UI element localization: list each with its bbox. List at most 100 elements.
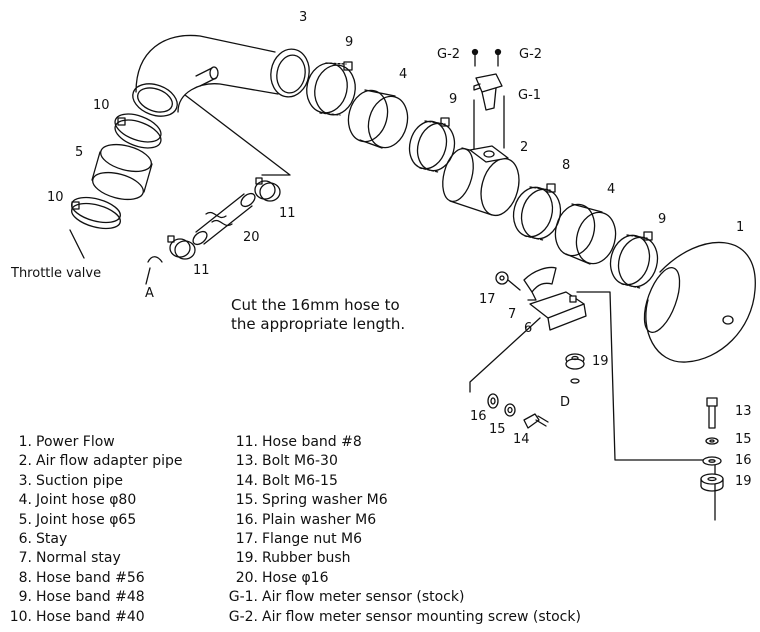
part-number: 13.: [235, 453, 258, 470]
nut-guide: [507, 279, 521, 291]
part-number: 15.: [235, 492, 258, 509]
callout-13: 13: [735, 404, 752, 419]
power-flow-filter: [643, 241, 756, 363]
parts-list-row: 13.Bolt M6-30: [220, 452, 581, 471]
parts-list-row: 1.Power Flow: [0, 433, 182, 452]
callout-20: 20: [243, 230, 260, 245]
callout-11-upper: 11: [279, 206, 296, 221]
parts-list-row: 11.Hose band #8: [220, 433, 581, 452]
part-name: Hose band #48: [36, 589, 145, 606]
parts-list-row: 7.Normal stay: [0, 549, 182, 568]
parts-list-row: 20.Hose φ16: [220, 569, 581, 588]
part-name: Hose band #8: [262, 434, 362, 450]
hose-band-9-middle: [408, 117, 456, 173]
part-name: Hose band #56: [36, 569, 145, 586]
bolt-m6-15: [523, 413, 549, 429]
parts-list-row: 9.Hose band #48: [0, 588, 182, 607]
part-number: 3.: [18, 472, 32, 489]
callout-8: 8: [562, 158, 571, 173]
part-name: Bolt M6-15: [262, 472, 338, 489]
part-number: 14.: [235, 472, 258, 489]
callout-19-upper: 19: [592, 354, 609, 369]
part-name: Plain washer M6: [262, 511, 377, 528]
hose-band-10-upper: [114, 113, 162, 149]
callout-17: 17: [479, 292, 496, 307]
part-number: 10.: [9, 608, 32, 625]
callout-4-lower: 4: [607, 182, 616, 197]
part-number: 9.: [18, 589, 32, 606]
part-number: 4.: [18, 492, 32, 509]
air-flow-adapter-pipe: [442, 145, 520, 217]
part-number: 5.: [18, 511, 32, 528]
parts-list-row: 10.Hose band #40: [0, 608, 182, 627]
callout-11-lower: 11: [193, 263, 210, 278]
hose-16: [192, 192, 256, 246]
part-name: Air flow adapter pipe: [36, 453, 183, 470]
callout-g2-right: G-2: [519, 47, 543, 62]
part-name: Suction pipe: [36, 472, 124, 489]
part-number: 1.: [18, 434, 32, 450]
part-name: Normal stay: [36, 550, 121, 567]
part-name: Spring washer M6: [262, 492, 388, 509]
parts-list-row: 19.Rubber bush: [220, 549, 581, 568]
parts-list-row: G-2.Air flow meter sensor mounting screw…: [220, 608, 581, 627]
callout-2: 2: [520, 140, 529, 155]
joint-hose-65: [91, 143, 153, 201]
callout-16-lower: 16: [470, 409, 487, 424]
part-name: Flange nut M6: [262, 531, 363, 548]
joint-hose-80-lower: [554, 203, 617, 265]
callout-g1: G-1: [518, 88, 542, 103]
bracket-guide-left: [469, 317, 541, 393]
hose-band-9-lower: [609, 231, 659, 289]
part-name: Hose band #40: [36, 608, 145, 625]
callout-g2-left: G-2: [437, 47, 461, 62]
bolt-m6-30: [706, 397, 718, 429]
parts-list-row: 15.Spring washer M6: [220, 491, 581, 510]
hose-band-11-upper: [254, 177, 281, 202]
callout-10-upper: 10: [93, 98, 110, 113]
part-number: 16.: [235, 511, 258, 528]
hose-band-9-upper: [306, 61, 356, 116]
part-name: Power Flow: [36, 434, 115, 450]
parts-list-row: 8.Hose band #56: [0, 569, 182, 588]
sensor-guide-lines: [473, 95, 505, 151]
plain-washer-right: [702, 456, 722, 466]
parts-list-row: 4.Joint hose φ80: [0, 491, 182, 510]
spring-washer-lower: [504, 403, 516, 417]
part-number: 19.: [235, 550, 258, 567]
part-number: 2.: [18, 453, 32, 470]
part-number: G-1.: [228, 589, 258, 606]
callout-6: 6: [524, 321, 533, 336]
suction-pipe: [132, 34, 310, 176]
callout-19-right: 19: [735, 474, 752, 489]
part-name: Joint hose φ80: [36, 492, 137, 509]
part-number: 6.: [18, 531, 32, 548]
throttle-arrow: [69, 229, 85, 259]
callout-14: 14: [513, 432, 530, 447]
callout-d: D: [560, 395, 571, 410]
callout-15-lower: 15: [489, 422, 506, 437]
rubber-bush-right: [700, 473, 724, 492]
plain-washer-lower: [487, 393, 499, 409]
parts-list-row: 3.Suction pipe: [0, 472, 182, 491]
part-number: 8.: [18, 569, 32, 586]
callout-5: 5: [75, 145, 84, 160]
callout-a: A: [145, 286, 154, 301]
callout-9-upper: 9: [345, 35, 354, 50]
part-name: Air flow meter sensor (stock): [262, 589, 465, 606]
part-name: Bolt M6-30: [262, 453, 338, 470]
callout-3: 3: [299, 10, 308, 25]
callout-10-lower: 10: [47, 190, 64, 205]
spring-washer-right: [705, 437, 719, 445]
joint-hose-80-upper: [347, 89, 409, 149]
normal-stay: [523, 266, 557, 301]
callout-4-upper: 4: [399, 67, 408, 82]
part-name: Rubber bush: [262, 550, 351, 567]
callout-1: 1: [736, 220, 745, 235]
parts-list-row: 17.Flange nut M6: [220, 530, 581, 549]
callout-16-right: 16: [735, 453, 752, 468]
sensor-screws-g2: [471, 48, 502, 67]
